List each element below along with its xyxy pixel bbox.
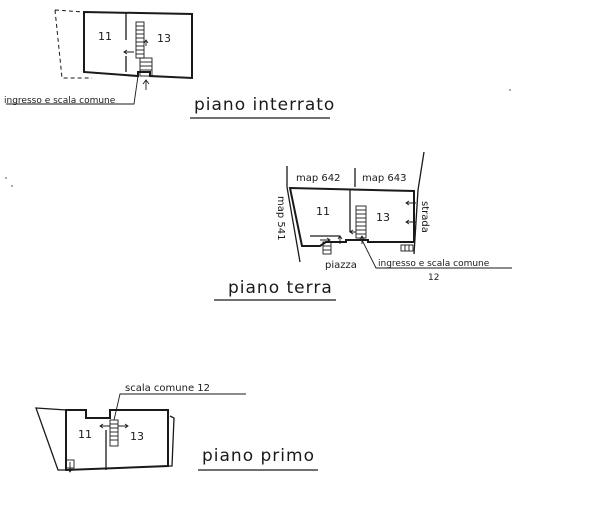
entrance-arrow-icon [337,235,343,244]
basement-room-13: 13 [157,32,171,45]
basement-staircase [135,21,153,77]
strada-label: strada [419,201,430,233]
map-642-label: map 642 [296,173,340,184]
first-title: piano primo [202,446,315,466]
door-arrow-icon [143,39,149,46]
ground-entrance-label: ingresso e scala comune [378,259,490,269]
ground-staircase [355,205,367,239]
door-arrow-icon [118,423,129,429]
door-arrow-icon [99,423,110,429]
door-arrow-icon [123,49,134,55]
first-room-13: 13 [130,430,144,443]
exit-arrow-icon [67,462,73,473]
basement-entrance-label: ingresso e scala comune [4,96,116,106]
first-room-11: 11 [78,428,92,441]
basement-room-11: 11 [98,30,112,43]
door-arrow-icon [405,219,416,225]
map-541-label: map 541 [275,196,286,240]
first-floor-plan: 11 13 scala comune 12 piano primo [35,383,318,473]
entrance-arrow-icon [142,79,150,90]
basement-plan: 11 13 ingresso e scala comune piano inte… [4,9,335,119]
ground-room-11: 11 [316,205,330,218]
piazza-label: piazza [325,260,357,271]
door-arrow-icon [349,229,356,235]
ground-stair-number: 12 [428,273,439,283]
first-floor-staircase [65,419,119,469]
map-643-label: map 643 [362,173,406,184]
basement-title: piano interrato [194,95,335,115]
door-arrow-icon [320,237,331,243]
ground-room-13: 13 [376,211,390,224]
ground-title: piano terra [228,278,333,298]
first-stair-label: scala comune 12 [125,383,210,394]
ground-floor-plan: map 642 map 643 map 541 strada [214,151,512,301]
door-arrow-icon [405,200,416,206]
